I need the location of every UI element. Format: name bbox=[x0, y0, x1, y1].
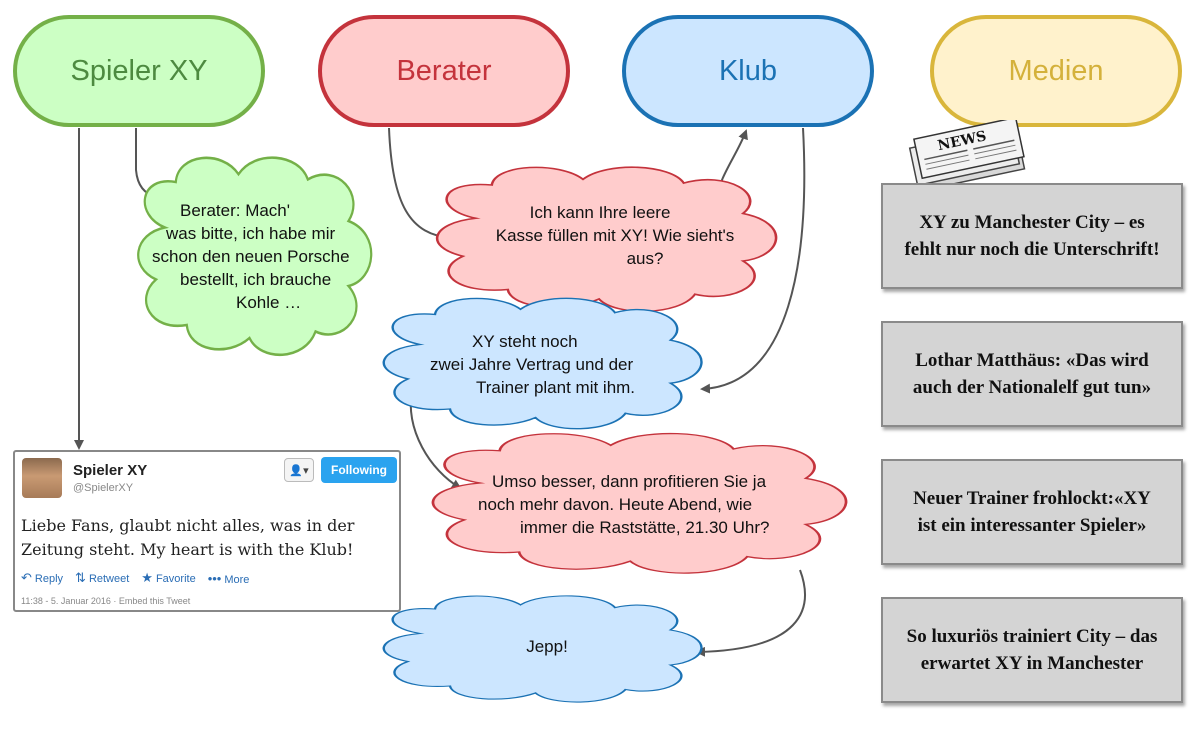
cloud-klub-2 bbox=[382, 595, 703, 703]
bubble-line: bestellt, ich brauche bbox=[180, 270, 332, 289]
bubble-line: XY steht noch bbox=[472, 332, 578, 351]
arrow-berater-to-bubble bbox=[388, 127, 454, 243]
tweet-author-handle[interactable]: @SpielerXY bbox=[73, 482, 134, 494]
cloud-klub-1 bbox=[382, 297, 703, 430]
bubble-line: Kohle … bbox=[236, 293, 302, 312]
avatar[interactable] bbox=[22, 458, 62, 498]
favorite-label: Favorite bbox=[155, 573, 196, 585]
more-icon: ••• bbox=[207, 570, 222, 586]
bubble-line: Kasse füllen mit XY! Wie sieht's bbox=[495, 226, 735, 245]
headline-line: So luxuriös trainiert City – das bbox=[906, 626, 1158, 647]
bubble-line: aus? bbox=[626, 249, 664, 268]
bubble-berater-2-text: Umso besser, dann profitieren Sie ja noc… bbox=[470, 470, 830, 539]
headline-line: ist ein interessanter Spieler» bbox=[917, 515, 1147, 536]
actor-spieler-label: Spieler XY bbox=[70, 54, 208, 87]
bubble-berater-1-text: Ich kann Ihre leere Kasse füllen mit XY!… bbox=[470, 201, 760, 270]
tweet-text-line: Liebe Fans, glaubt nicht alles, was in d… bbox=[21, 516, 355, 535]
actor-berater: Berater bbox=[318, 15, 570, 127]
actor-spieler: Spieler XY bbox=[13, 15, 265, 127]
headline-line: erwartet XY in Manchester bbox=[920, 653, 1144, 674]
bubble-line: immer die Raststätte, 21.30 Uhr? bbox=[520, 518, 770, 537]
bubble-line: Trainer plant mit ihm. bbox=[476, 378, 636, 397]
following-button[interactable]: Following bbox=[321, 457, 397, 483]
bubble-line: schon den neuen Porsche bbox=[152, 247, 350, 266]
retweet-label: Retweet bbox=[88, 573, 130, 585]
cloud-spieler bbox=[137, 156, 373, 357]
bubble-line: Ich kann Ihre leere bbox=[529, 203, 671, 222]
more-action[interactable]: •••More bbox=[208, 571, 250, 586]
bubble-line: Umso besser, dann profitieren Sie ja bbox=[492, 472, 767, 491]
user-menu-button[interactable]: 👤▾ bbox=[284, 458, 314, 482]
arrow-berater-bubble-to-jepp bbox=[695, 569, 806, 657]
bubble-spieler-text: Berater: Mach' was bitte, ich habe mir s… bbox=[150, 199, 380, 314]
star-icon: ★ bbox=[141, 570, 153, 585]
arrow-klub-to-bubble bbox=[700, 127, 806, 394]
headline-line: XY zu Manchester City – es bbox=[919, 212, 1145, 233]
bubble-line: was bitte, ich habe mir bbox=[166, 224, 336, 243]
tweet-timestamp[interactable]: 11:38 - 5. Januar 2016 · Embed this Twee… bbox=[21, 596, 191, 606]
cloud-berater-2 bbox=[431, 432, 848, 574]
bubble-klub-1-text: XY steht noch zwei Jahre Vertrag und der… bbox=[420, 330, 680, 399]
actor-medien-label: Medien bbox=[1008, 54, 1104, 87]
tweet-text: Liebe Fans, glaubt nicht alles, was in d… bbox=[21, 514, 391, 562]
headline-line: auch der Nationalelf gut tun» bbox=[912, 377, 1152, 398]
headline-line: Neuer Trainer frohlockt:«XY bbox=[913, 488, 1151, 509]
reply-icon: ↶ bbox=[21, 570, 32, 585]
headline-box: Lothar Matthäus: «Das wird auch der Natio… bbox=[881, 321, 1183, 427]
tweet-card: Spieler XY @SpielerXY 👤▾ Following Liebe… bbox=[13, 450, 401, 612]
headline-box: Neuer Trainer frohlockt:«XY ist ein inter… bbox=[881, 459, 1183, 565]
bubble-klub-2-text: Jepp! bbox=[526, 637, 568, 656]
tweet-actions: ↶Reply ⇅Retweet ★Favorite •••More bbox=[21, 570, 249, 586]
cloud-berater-1 bbox=[436, 166, 778, 313]
headline-line: fehlt nur noch die Unterschrift! bbox=[904, 239, 1160, 260]
bubble-line: zwei Jahre Vertrag und der bbox=[430, 355, 634, 374]
actor-klub-label: Klub bbox=[718, 54, 778, 87]
tweet-author-name[interactable]: Spieler XY bbox=[73, 462, 148, 479]
user-icon: 👤▾ bbox=[289, 464, 309, 477]
favorite-action[interactable]: ★Favorite bbox=[141, 570, 195, 586]
tweet-text-line: Zeitung steht. My heart is with the Klub… bbox=[21, 540, 354, 559]
retweet-icon: ⇅ bbox=[75, 570, 86, 585]
actor-berater-label: Berater bbox=[396, 54, 492, 87]
bubble-line: Berater: Mach' bbox=[180, 201, 291, 220]
actor-medien: Medien bbox=[930, 15, 1182, 127]
headline-line: Lothar Matthäus: «Das wird bbox=[915, 350, 1149, 371]
newspaper-icon: NEWS bbox=[908, 120, 1026, 186]
headline-box: XY zu Manchester City – es fehlt nur noch… bbox=[881, 183, 1183, 289]
reply-label: Reply bbox=[34, 573, 64, 585]
bubble-line: noch mehr davon. Heute Abend, wie bbox=[478, 495, 753, 514]
actor-klub: Klub bbox=[622, 15, 874, 127]
headline-box: So luxuriös trainiert City – das erwartet… bbox=[881, 597, 1183, 703]
more-label: More bbox=[224, 573, 250, 586]
reply-action[interactable]: ↶Reply bbox=[21, 570, 63, 586]
retweet-action[interactable]: ⇅Retweet bbox=[75, 570, 129, 586]
